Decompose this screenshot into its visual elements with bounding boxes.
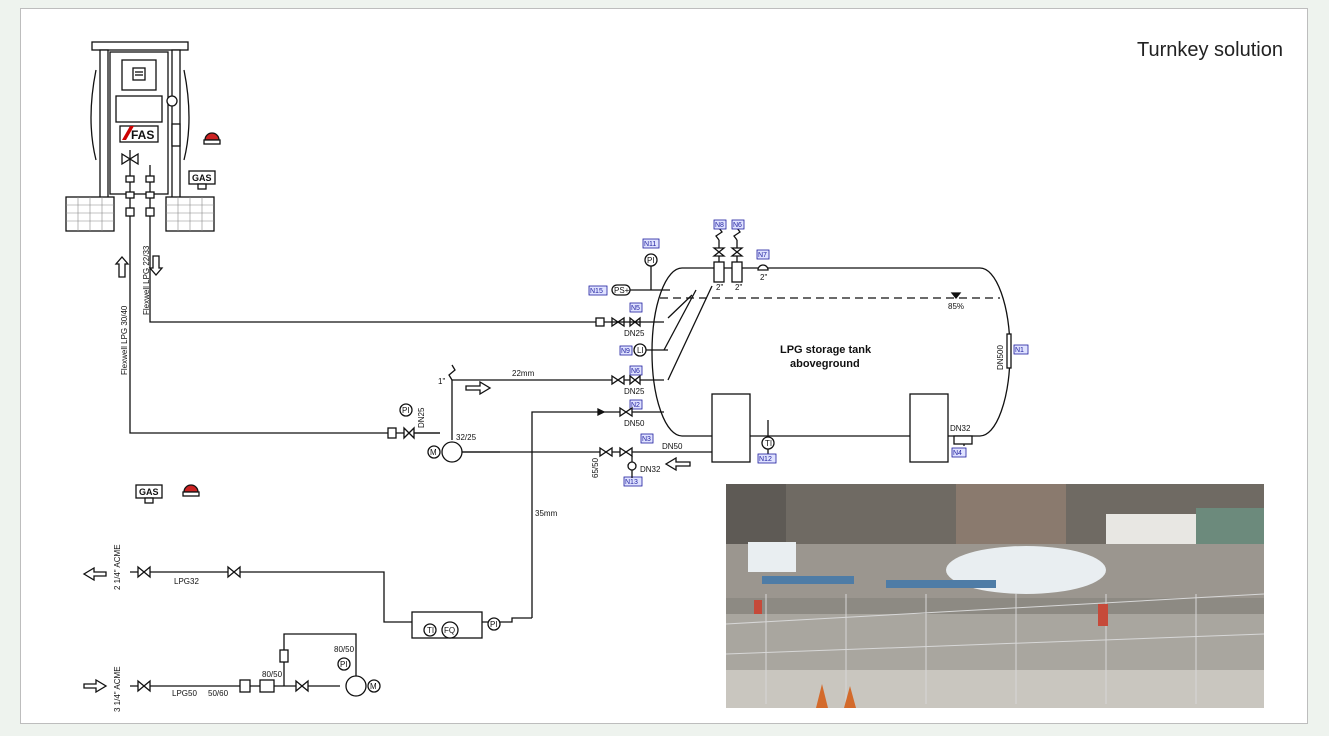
- svg-text:M: M: [370, 682, 377, 691]
- svg-text:32/25: 32/25: [456, 433, 477, 442]
- svg-text:FQ: FQ: [444, 626, 455, 635]
- svg-text:N4: N4: [953, 450, 962, 457]
- svg-text:PI: PI: [647, 256, 655, 265]
- label-flexwell-return: Flexwell LPG 22/33: [142, 245, 151, 315]
- site-photo: [726, 484, 1264, 708]
- svg-text:LPG32: LPG32: [174, 577, 199, 586]
- svg-text:N7: N7: [758, 252, 767, 259]
- svg-text:N1: N1: [1015, 347, 1024, 354]
- svg-text:GAS: GAS: [139, 487, 159, 497]
- svg-text:DN32: DN32: [640, 465, 661, 474]
- svg-text:DN50: DN50: [662, 442, 683, 451]
- svg-text:N9: N9: [621, 348, 630, 355]
- svg-text:DN32: DN32: [950, 424, 971, 433]
- svg-text:1": 1": [438, 377, 445, 386]
- svg-text:3 1/4" ACME: 3 1/4" ACME: [113, 666, 122, 712]
- gas-detector-icon: GAS: [188, 170, 216, 190]
- svg-text:TI: TI: [427, 626, 434, 635]
- page-title: Turnkey solution: [1137, 39, 1283, 61]
- svg-text:DN50: DN50: [624, 419, 645, 428]
- alarm-beacon-icon: [182, 484, 200, 497]
- tank-fill-level: 85%: [948, 302, 964, 311]
- svg-text:PS+: PS+: [614, 286, 630, 295]
- svg-text:2": 2": [716, 283, 723, 292]
- pump-icon: M: [427, 441, 500, 463]
- svg-text:PI: PI: [402, 406, 410, 415]
- svg-text:TI: TI: [765, 439, 772, 448]
- label-flexwell-supply: Flexwell LPG 30/40: [120, 305, 129, 375]
- svg-text:N6: N6: [733, 222, 742, 229]
- label-22mm: 22mm: [512, 369, 535, 378]
- svg-text:50/60: 50/60: [208, 689, 229, 698]
- svg-text:80/50: 80/50: [334, 645, 355, 654]
- arrow-icon: [114, 255, 164, 278]
- tank-title-1: LPG storage tank: [780, 344, 872, 356]
- tank-title-2: aboveground: [790, 358, 860, 370]
- svg-text:DN25: DN25: [624, 329, 645, 338]
- svg-text:65/50: 65/50: [591, 457, 600, 478]
- label-35mm: 35mm: [535, 509, 558, 518]
- valve-icon: PS+ PI DN25 LI DN25 22mm DN50 35mm DN50 …: [387, 253, 712, 618]
- svg-text:N6: N6: [631, 368, 640, 375]
- alarm-beacon-icon: [203, 132, 221, 145]
- svg-text:DN500: DN500: [996, 345, 1005, 370]
- svg-text:DN25: DN25: [417, 407, 426, 428]
- svg-text:DN25: DN25: [624, 387, 645, 396]
- svg-text:N5: N5: [631, 305, 640, 312]
- svg-text:GAS: GAS: [192, 173, 212, 183]
- svg-text:80/50: 80/50: [262, 670, 283, 679]
- svg-text:2": 2": [735, 283, 742, 292]
- gas-detector-icon: GAS: [135, 484, 163, 504]
- svg-text:PI: PI: [340, 660, 348, 669]
- svg-text:N2: N2: [631, 402, 640, 409]
- svg-text:2 1/4" ACME: 2 1/4" ACME: [113, 544, 122, 590]
- lpg-storage-tank: 85% LPG storage tank aboveground DN500 2…: [651, 227, 1012, 463]
- nozzle-tags: N8 N6 N7 N11 N15 N5 N9 N6 N2 N3 N13 N1 N…: [588, 219, 1029, 487]
- svg-text:N15: N15: [590, 288, 603, 295]
- svg-text:N13: N13: [625, 479, 638, 486]
- dispenser-logo: FAS: [131, 128, 154, 142]
- svg-text:LPG50: LPG50: [172, 689, 197, 698]
- svg-text:N11: N11: [644, 241, 656, 248]
- svg-text:PI: PI: [490, 620, 498, 629]
- loading-lines: 2 1/4" ACME LPG32 3 1/4" ACME LPG50 50/6…: [82, 544, 532, 712]
- svg-text:LI: LI: [637, 346, 644, 355]
- svg-text:N8: N8: [715, 222, 724, 229]
- svg-text:N3: N3: [642, 436, 651, 443]
- svg-text:N12: N12: [759, 456, 772, 463]
- svg-text:M: M: [430, 448, 437, 457]
- svg-text:2": 2": [760, 273, 767, 282]
- dispenser-icon: FAS: [65, 41, 215, 232]
